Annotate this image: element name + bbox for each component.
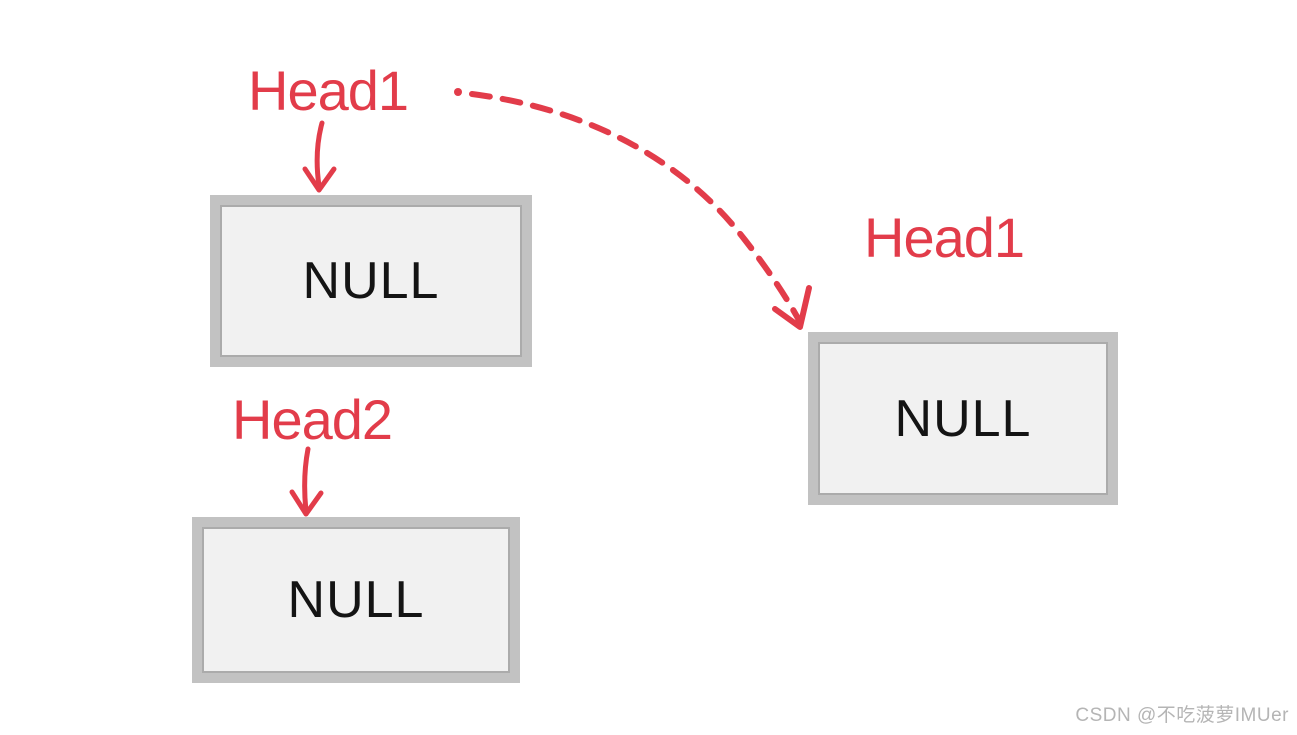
watermark: CSDN @不吃菠萝IMUer xyxy=(1075,705,1289,726)
head2-label: Head2 xyxy=(232,388,393,451)
null-node-1: NULL xyxy=(210,195,532,367)
null-node-2-label: NULL xyxy=(287,571,425,629)
null-node-3-label: NULL xyxy=(894,389,1032,448)
head2-arrow xyxy=(289,446,324,517)
head1-right-label: Head1 xyxy=(864,206,1025,269)
null-node-3: NULL xyxy=(808,332,1118,505)
null-node-2: NULL xyxy=(192,517,520,683)
head1-left-arrow xyxy=(302,120,337,193)
head1-left-label: Head1 xyxy=(248,59,409,122)
null-node-1-label: NULL xyxy=(302,252,440,310)
